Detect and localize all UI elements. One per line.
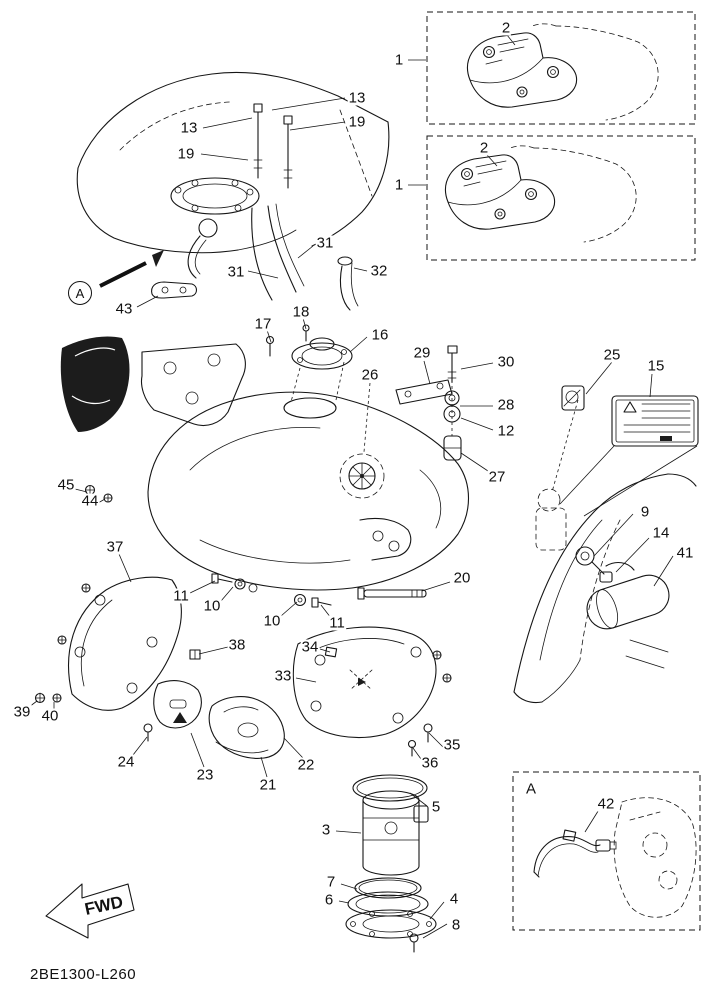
fwd-arrow: FWD xyxy=(45,883,135,939)
leader-lines xyxy=(28,34,698,939)
inset-box-detail-a xyxy=(512,771,701,931)
fuel-pump-drawing xyxy=(345,774,437,953)
detail-box-label-a: A xyxy=(525,780,537,798)
bracket-drawing-top xyxy=(466,23,659,121)
detail-a-drawing xyxy=(533,797,697,918)
caution-label-drawing xyxy=(535,385,699,551)
view-ref-a-marker: A xyxy=(68,281,92,305)
right-cover-drawing xyxy=(143,626,452,759)
left-cover-drawing xyxy=(34,484,182,711)
fuel-tank-drawing xyxy=(60,324,469,591)
drawing-number: 2BE1300-L260 xyxy=(30,966,137,983)
bracket-drawing-middle xyxy=(444,145,637,243)
inset-box-top xyxy=(426,11,696,125)
right-fairing-drawing xyxy=(513,473,697,704)
inset-box-middle xyxy=(426,135,696,261)
mid-fasteners-drawing xyxy=(211,573,427,608)
upper-assembly-drawing xyxy=(76,71,390,311)
